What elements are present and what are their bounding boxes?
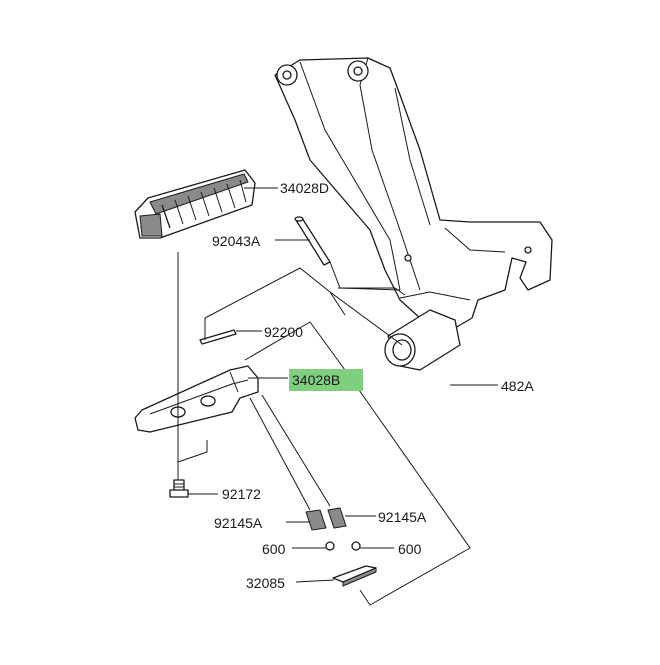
label-92043A[interactable]: 92043A	[212, 233, 261, 249]
bolt-92172	[169, 479, 189, 498]
ball-left	[325, 541, 335, 551]
label-92145A-left[interactable]: 92145A	[214, 515, 263, 531]
footpeg-bracket	[274, 57, 553, 331]
label-34028D[interactable]: 34028D	[280, 180, 329, 196]
spring-left	[305, 509, 327, 531]
rubber-ribs	[161, 179, 247, 229]
label-92145A-right[interactable]: 92145A	[378, 509, 427, 525]
ball-right	[351, 541, 361, 551]
label-34028B[interactable]: 34028B	[292, 372, 340, 388]
pin-92200	[199, 329, 237, 345]
label-600-right[interactable]: 600	[398, 541, 422, 557]
spring-right	[327, 507, 347, 529]
label-92172[interactable]: 92172	[222, 486, 261, 502]
pin-92043A	[294, 216, 331, 266]
label-92200[interactable]: 92200	[264, 324, 303, 340]
label-600-left[interactable]: 600	[262, 541, 286, 557]
highlight-box	[289, 369, 363, 391]
plate-32085	[332, 565, 377, 587]
assembly-guides	[177, 252, 471, 606]
leader-lines	[188, 187, 498, 583]
footpeg-base	[134, 365, 259, 433]
footpeg-rubber	[134, 169, 256, 239]
label-32085[interactable]: 32085	[246, 575, 285, 591]
stopper-collar	[384, 309, 461, 371]
label-482A[interactable]: 482A	[501, 378, 534, 394]
